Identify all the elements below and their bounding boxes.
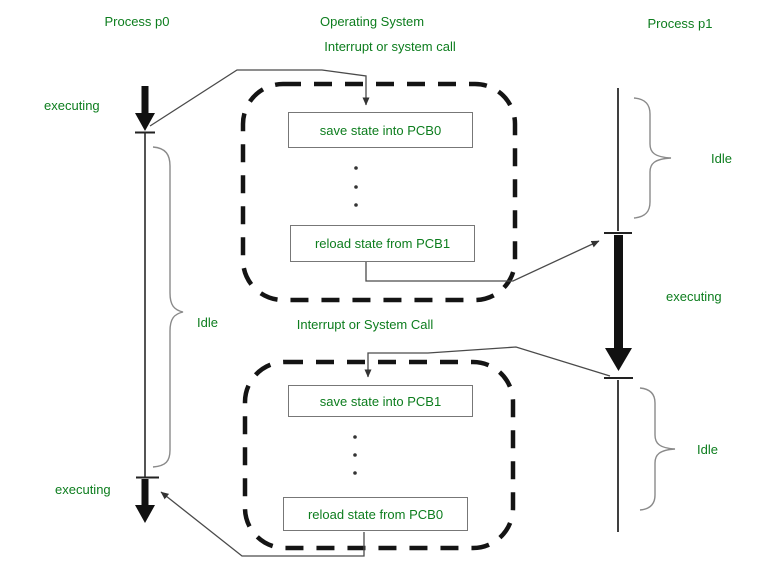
- os-step-label-save-pcb1: save state into PCB1: [319, 393, 442, 409]
- process-p0-header: Process p0: [104, 14, 170, 29]
- p1-idle-bottom-label: Idle: [697, 442, 718, 457]
- interrupt-top-label: Interrupt or system call: [324, 39, 456, 54]
- ellipsis-dots: [353, 166, 358, 475]
- p0-timeline: [135, 86, 159, 523]
- p1-executing-label: executing: [666, 289, 722, 304]
- p0-executing-top-label: executing: [44, 98, 100, 113]
- process-p1-header: Process p1: [647, 16, 713, 31]
- p0-executing-arrow-bottom: [135, 479, 155, 523]
- connector-reload-pcb0-to-p0: [160, 491, 365, 557]
- interrupt-middle-label: Interrupt or System Call: [296, 317, 434, 332]
- p1-idle-brace-bottom: [639, 387, 676, 511]
- p1-idle-top-label: Idle: [711, 151, 732, 166]
- p0-executing-arrow-top: [135, 86, 155, 131]
- os-step-label-reload-pcb0: reload state from PCB0: [307, 506, 444, 522]
- p0-idle-label: Idle: [197, 315, 218, 330]
- connector-reload-pcb1-to-p1: [365, 240, 600, 282]
- connector-p0-to-save-pcb0: [149, 69, 370, 127]
- os-step-box-reload-pcb0: reload state from PCB0: [283, 497, 468, 531]
- os-step-box-save-pcb0: save state into PCB0: [288, 112, 473, 148]
- p0-idle-brace: [152, 146, 184, 468]
- p1-timeline: [604, 88, 633, 532]
- os-step-box-save-pcb1: save state into PCB1: [288, 385, 473, 417]
- p0-executing-bottom-label: executing: [55, 482, 111, 497]
- connector-p1-to-save-pcb1: [364, 346, 611, 378]
- operating-system-header: Operating System: [319, 14, 425, 29]
- os-dashed-box-bottom: [242, 359, 516, 551]
- p1-executing-arrow: [605, 235, 632, 371]
- braces: [152, 97, 676, 511]
- os-step-label-save-pcb0: save state into PCB0: [319, 122, 442, 138]
- p1-idle-brace-top: [633, 97, 672, 219]
- connectors: [149, 69, 611, 557]
- os-step-box-reload-pcb1: reload state from PCB1: [290, 225, 475, 262]
- os-step-label-reload-pcb1: reload state from PCB1: [314, 236, 451, 251]
- os-dashed-box-top: [240, 81, 518, 303]
